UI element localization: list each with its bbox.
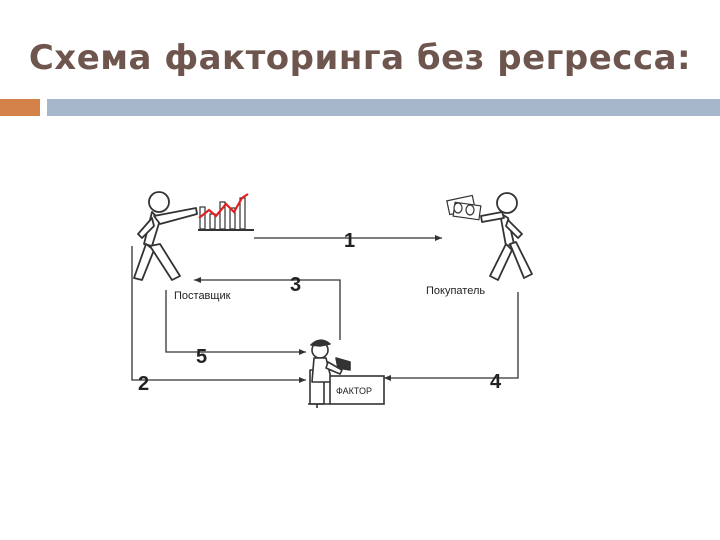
step-3-label: 3 bbox=[290, 274, 301, 296]
arrow-step-3 bbox=[194, 277, 341, 340]
step-2-label: 2 bbox=[138, 373, 149, 395]
arrow-step-5 bbox=[165, 290, 306, 355]
step-5-label: 5 bbox=[196, 346, 207, 368]
slide-title: Схема факторинга без регресса: bbox=[28, 38, 692, 78]
arrow-step-4 bbox=[384, 292, 519, 381]
factoring-diagram: 1 Поставщик Покупатель 3 5 2 4 bbox=[104, 172, 550, 428]
buyer-figure-icon bbox=[480, 192, 533, 281]
arrow-step-2 bbox=[131, 246, 306, 383]
factor-person-icon bbox=[308, 339, 351, 408]
title-underline-bar bbox=[47, 99, 720, 116]
supplier-figure-icon bbox=[133, 191, 198, 281]
factor-desk: ФАКТОР bbox=[329, 375, 385, 405]
diagram-canvas: 1 Поставщик Покупатель 3 5 2 4 bbox=[131, 191, 533, 408]
factor-label: ФАКТОР bbox=[336, 386, 372, 396]
step-1-label: 1 bbox=[344, 230, 355, 252]
title-underline-accent bbox=[0, 99, 40, 116]
supplier-label: Поставщик bbox=[174, 290, 231, 302]
buyer-label: Покупатель bbox=[426, 285, 485, 297]
money-icon bbox=[446, 194, 482, 221]
growth-chart-icon bbox=[198, 193, 254, 231]
step-4-label: 4 bbox=[490, 371, 502, 393]
